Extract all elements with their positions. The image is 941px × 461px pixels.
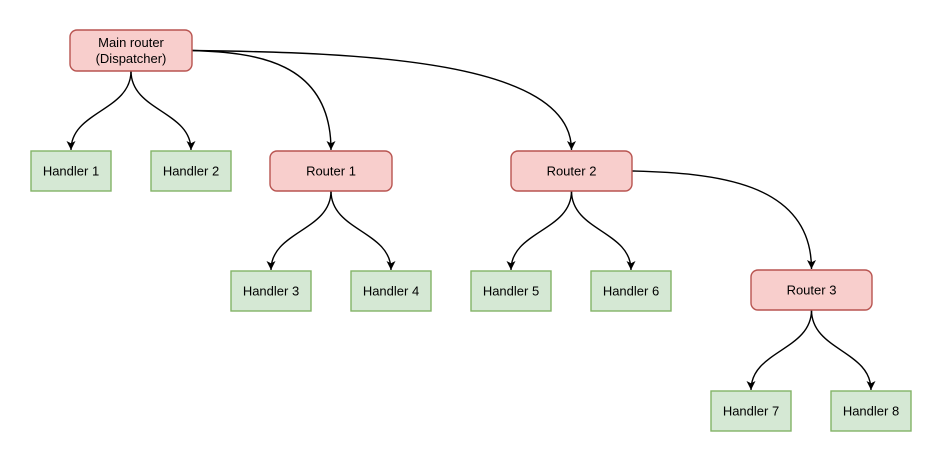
node-handler-1-box [30,150,112,192]
node-handler-8: Handler 8 [830,390,912,432]
edges-layer [66,49,876,391]
edge-router-1-to-handler-3 [266,190,332,271]
edge-router-3-to-handler-7 [746,309,813,391]
node-handler-2: Handler 2 [150,150,232,192]
edge-main-router-to-router-2 [191,49,576,151]
node-handler-4-label: Handler 4 [363,284,419,299]
node-router-1-label: Router 1 [306,164,356,179]
node-router-1: Router 1 [269,150,393,192]
node-handler-1-label: Handler 1 [43,164,99,179]
node-main-router-box [69,29,193,72]
node-handler-6: Handler 6 [590,270,672,312]
node-handler-8-box [830,390,912,432]
node-router-3: Router 3 [750,269,873,311]
node-handler-8-label: Handler 8 [843,404,899,419]
node-handler-6-label: Handler 6 [603,284,659,299]
node-handler-2-label: Handler 2 [163,164,219,179]
edge-router-2-to-handler-5 [506,190,573,271]
node-router-2-box [510,150,633,192]
node-handler-1: Handler 1 [30,150,112,192]
node-main-router: Main router(Dispatcher) [69,29,193,72]
node-router-3-box [750,269,873,311]
edge-main-router-to-handler-2 [130,70,196,151]
node-handler-5-label: Handler 5 [483,284,539,299]
node-handler-2-box [150,150,232,192]
node-handler-7-box [710,390,792,432]
node-router-3-label: Router 3 [787,283,837,298]
node-handler-3-label: Handler 3 [243,284,299,299]
edge-main-router-to-router-1 [191,49,336,151]
node-handler-5: Handler 5 [470,270,552,312]
node-router-1-box [269,150,393,192]
node-handler-3-box [230,270,312,312]
edge-router-3-to-handler-8 [810,309,876,391]
edge-router-2-to-handler-6 [570,190,636,271]
edge-router-2-to-router-3 [631,170,816,270]
node-main-router-label: Main router(Dispatcher) [96,35,167,66]
node-handler-5-box [470,270,552,312]
edge-main-router-to-handler-1 [66,70,132,151]
node-router-2: Router 2 [510,150,633,192]
node-handler-7: Handler 7 [710,390,792,432]
edge-router-1-to-handler-4 [330,190,396,271]
node-router-2-label: Router 2 [547,164,597,179]
nodes-layer: Main router(Dispatcher) Handler 1 Handler … [30,29,912,432]
node-handler-3: Handler 3 [230,270,312,312]
node-handler-4-box [350,270,432,312]
node-handler-6-box [590,270,672,312]
node-handler-4: Handler 4 [350,270,432,312]
node-handler-7-label: Handler 7 [723,404,779,419]
